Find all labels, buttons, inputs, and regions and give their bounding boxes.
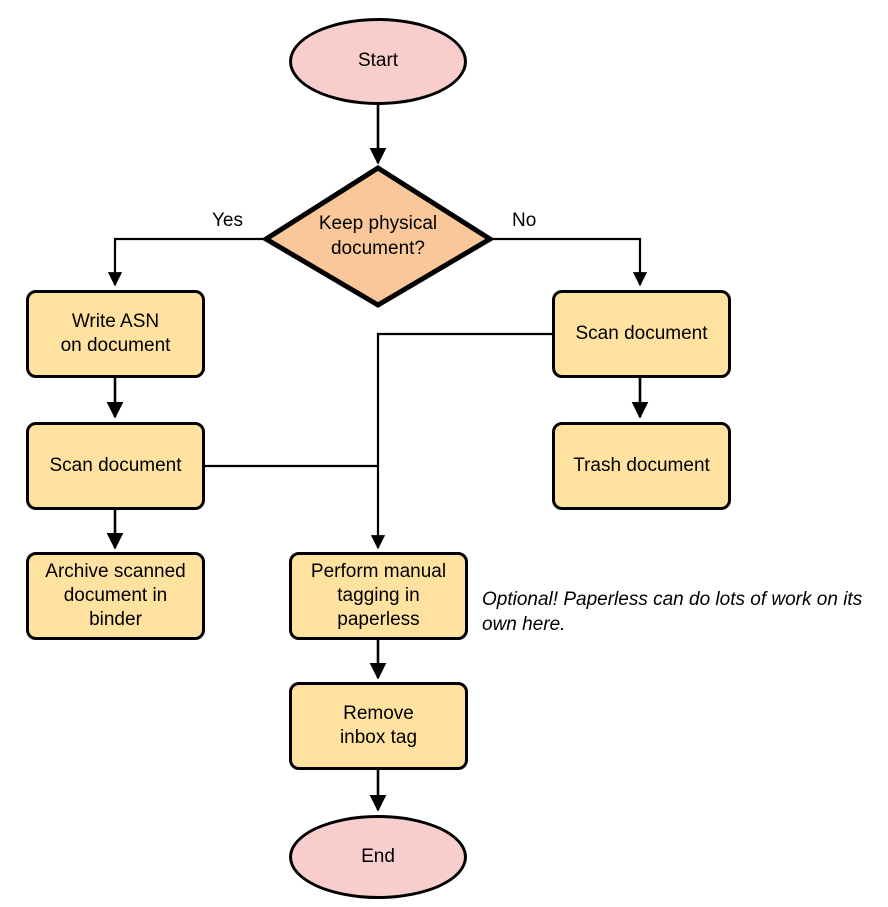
edge-scan-right-to-tagging [370,332,552,550]
node-scan-document-left[interactable]: Scan document [26,422,205,510]
node-end[interactable]: End [289,815,467,899]
node-end-label: End [361,845,395,867]
edge-decision-yes-to-write-asn [107,237,265,287]
node-archive-scanned-document-in-binder[interactable]: Archive scanned document in binder [26,552,205,640]
edge-label-yes: Yes [209,210,246,232]
node-scan-document-right[interactable]: Scan document [552,290,731,378]
node-remove-inbox-tag-label: Remove inbox tag [339,702,418,748]
decision-diamond-shape [261,165,495,308]
node-start-label: Start [357,50,399,72]
node-scan-document-right-label: Scan document [575,322,708,344]
edge-decision-no-to-scan-right [490,237,648,287]
node-tagging-label: Perform manual tagging in paperless [310,560,447,631]
node-decision-keep-physical-document[interactable]: Keep physical document? [266,168,490,305]
node-perform-manual-tagging-in-paperless[interactable]: Perform manual tagging in paperless [289,552,468,640]
node-write-asn-on-document[interactable]: Write ASN on document [26,290,205,378]
node-start[interactable]: Start [289,18,467,105]
node-trash-document[interactable]: Trash document [552,422,731,510]
node-trash-document-label: Trash document [573,454,710,476]
node-decision-label: Keep physical document? [318,213,438,259]
node-scan-document-left-label: Scan document [49,454,182,476]
annotation-optional-note: Optional! Paperless can do lots of work … [482,589,863,635]
node-archive-label: Archive scanned document in binder [45,560,186,631]
edge-label-no: No [509,210,540,232]
node-write-asn-label: Write ASN on document [60,310,171,356]
node-remove-inbox-tag[interactable]: Remove inbox tag [289,682,468,770]
